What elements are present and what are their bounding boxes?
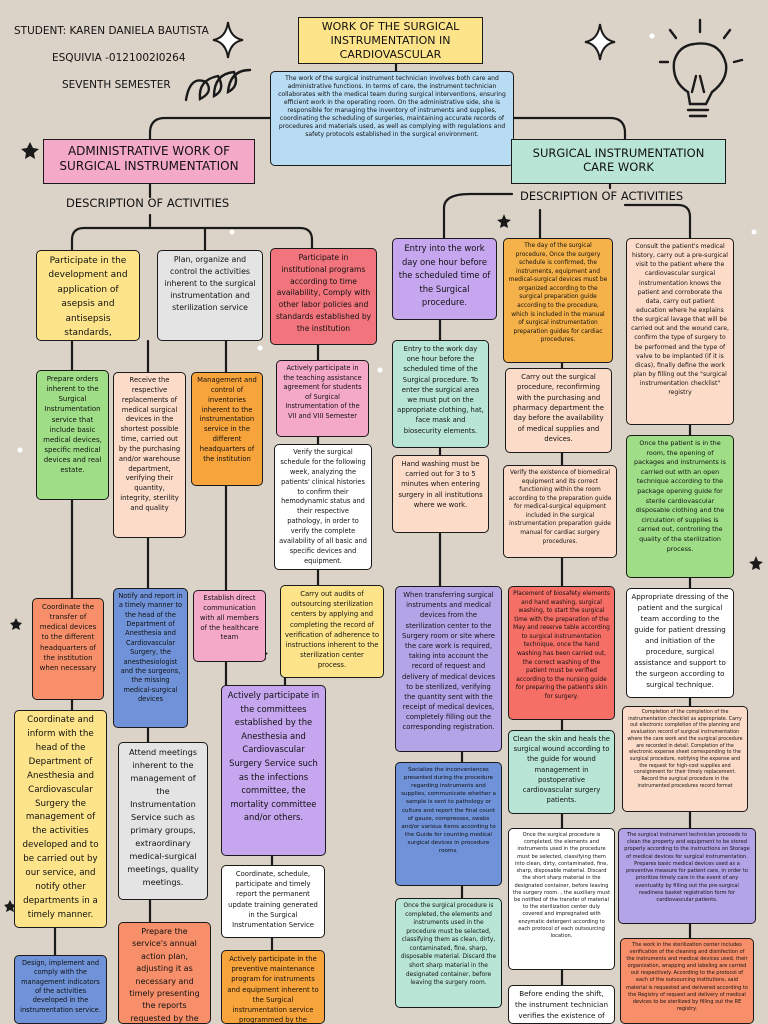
admin-subtitle: DESCRIPTION OF ACTIVITIES	[66, 196, 230, 210]
care-col2-card: Once the surgical procedure is completed…	[508, 828, 615, 970]
care-col2-card: The day of the surgical procedure, Once …	[503, 238, 613, 363]
admin-col3-card: Coordinate, schedule, participate and ti…	[221, 865, 325, 938]
admin-col2-card: Plan, organize and control the activitie…	[157, 250, 263, 341]
admin-col3-card: Participate in institutional programs ac…	[270, 248, 377, 345]
admin-col2-card: Attend meetings inherent to the manageme…	[118, 742, 208, 900]
care-col2-card: Clean the skin and heals the surgical wo…	[508, 730, 615, 814]
care-col3-card: Consult the patient's medical history, c…	[626, 238, 734, 425]
care-col1-card: Socialize the inconveniences presented d…	[395, 762, 502, 886]
care-col1-card: Once the surgical procedure is completed…	[395, 898, 502, 1008]
admin-col2-card: Notify and report in a timely manner to …	[113, 588, 188, 728]
spiral-doodle	[184, 68, 252, 102]
admin-col2-card: Establish direct communication with all …	[193, 590, 266, 662]
care-col3-card: The work in the sterilization center inc…	[620, 938, 754, 1024]
student-id: ESQUIVIA -0121002I0264	[52, 52, 186, 65]
admin-col3-card: Actively participate in the committees e…	[221, 685, 326, 856]
admin-col1-card: Design, implement and comply with the ma…	[14, 955, 107, 1024]
care-col2-card: Placement of biosafety elements and hand…	[508, 586, 615, 720]
student-name: STUDENT: KAREN DANIELA BAUTISTA	[14, 25, 209, 38]
admin-col3-card: Verify the surgical schedule for the fol…	[274, 444, 372, 570]
care-col2-card: Carry out the surgical procedure, reconf…	[505, 368, 612, 453]
care-col1-card: Hand washing must be carried out for 3 t…	[392, 455, 489, 533]
admin-col1-card: Coordinate and inform with the head of t…	[14, 710, 107, 928]
care-col3-card: Once the patient is in the room, the ope…	[626, 435, 734, 578]
care-col3-card: Appropriate dressing of the patient and …	[626, 588, 734, 698]
admin-col3-card: Actively participate in the teaching ass…	[276, 360, 369, 437]
care-subtitle: DESCRIPTION OF ACTIVITIES	[520, 189, 684, 203]
sparkle-icon	[212, 21, 244, 59]
admin-col3-card: Actively participate in the preventive m…	[221, 950, 325, 1024]
care-col3-card: The surgical instrument technician proce…	[618, 828, 756, 924]
care-col2-card: Verify the existence of biomedical equip…	[503, 465, 617, 558]
admin-branch-title: ADMINISTRATIVE WORK OF SURGICAL INSTRUME…	[43, 139, 255, 184]
main-title: WORK OF THE SURGICAL INSTRUMENTATION IN …	[298, 17, 483, 64]
admin-col3-card: Carry out audits of outsourcing steriliz…	[280, 585, 384, 678]
admin-col1-card: Coordinate the transfer of medical devic…	[32, 598, 104, 700]
care-branch-title: SURGICAL INSTRUMENTATION CARE WORK	[511, 139, 726, 184]
lightbulb-icon	[658, 18, 744, 118]
care-col3-card: Completion of the completion of the inst…	[622, 706, 748, 812]
care-col2-card: Before ending the shift, the instrument …	[508, 985, 615, 1024]
student-info: STUDENT: KAREN DANIELA BAUTISTA ESQUIVIA…	[14, 12, 209, 106]
care-col1-card: When transferring surgical instruments a…	[395, 586, 502, 752]
care-col1-card: Entry to the work day one hour before th…	[392, 340, 489, 448]
student-semester: SEVENTH SEMESTER	[62, 79, 171, 92]
admin-col2-card: Management and control of inventories in…	[191, 372, 263, 486]
admin-col2-card: Receive the respective replacements of m…	[113, 372, 186, 538]
admin-col1-card: Prepare orders inherent to the Surgical …	[36, 370, 109, 500]
admin-col1-card: Participate in the development and appli…	[36, 250, 140, 341]
intro-description: The work of the surgical instrument tech…	[270, 71, 514, 166]
sparkle-icon	[584, 23, 616, 61]
care-col1-card: Entry into the work day one hour before …	[392, 238, 497, 320]
admin-col2-card: Prepare the service's annual action plan…	[118, 922, 211, 1024]
